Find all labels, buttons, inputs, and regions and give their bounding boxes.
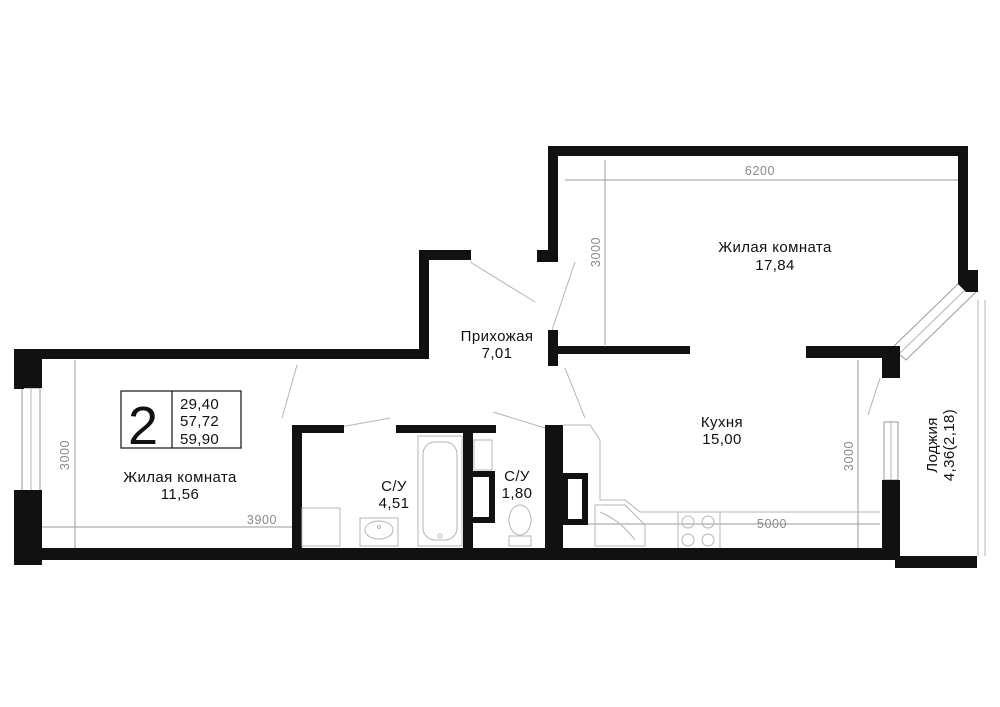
room-name-kitchen: Кухня <box>701 414 743 431</box>
dim-kitchen-depth: 3000 <box>842 441 856 471</box>
walls <box>14 146 978 568</box>
room-area-loggia: 4,36(2,18) <box>941 409 958 481</box>
washing-machine-icon <box>301 507 341 547</box>
windows <box>21 279 986 556</box>
washbasin-small-icon <box>473 439 493 471</box>
area-with-loggia: 59,90 <box>180 431 219 448</box>
dim-left-room-width: 3900 <box>247 513 277 527</box>
room-area-living-right: 17,84 <box>755 257 795 274</box>
area-living: 29,40 <box>180 396 219 413</box>
dim-right-room-depth: 3000 <box>589 237 603 267</box>
dim-kitchen-width: 5000 <box>757 517 787 531</box>
room-name-bath-large: С/У <box>381 478 407 495</box>
room-area-bath-large: 4,51 <box>379 495 410 512</box>
toilet-icon <box>508 504 532 547</box>
room-name-bath-small: С/У <box>504 468 530 485</box>
door-swings <box>281 261 881 429</box>
room-area-hall: 7,01 <box>482 345 513 362</box>
room-name-living-left: Жилая комната <box>123 469 237 486</box>
bathtub-icon <box>417 435 463 547</box>
room-name-hall: Прихожая <box>461 328 534 345</box>
area-total: 57,72 <box>180 413 219 430</box>
dim-right-room-width: 6200 <box>745 164 775 178</box>
stove-icon <box>681 515 715 547</box>
room-area-bath-small: 1,80 <box>502 485 533 502</box>
room-name-loggia: Лоджия <box>924 417 941 473</box>
sink-icon <box>359 517 399 547</box>
room-name-living-right: Жилая комната <box>718 239 832 256</box>
dim-left-room-depth: 3000 <box>58 440 72 470</box>
kitchen-counter <box>563 424 880 548</box>
room-area-living-left: 11,56 <box>161 486 199 503</box>
rooms-count: 2 <box>128 396 158 456</box>
room-labels: Жилая комната 11,56 Жилая комната 17,84 … <box>123 239 958 512</box>
fixtures <box>301 424 880 548</box>
summary-box: 2 29,40 57,72 59,90 <box>120 390 242 456</box>
room-area-kitchen: 15,00 <box>702 431 742 448</box>
dimension-labels: 6200 3000 3000 3900 3000 5000 <box>58 164 856 531</box>
